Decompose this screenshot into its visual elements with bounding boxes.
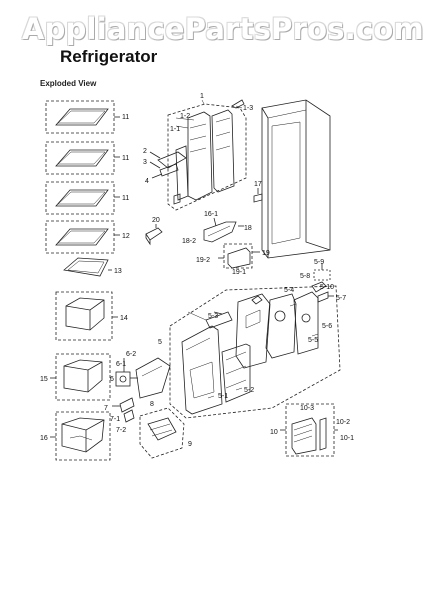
callout-2: 2 [143, 148, 147, 155]
callout-7-2: 7-2 [116, 427, 126, 434]
callout-3: 3 [143, 159, 147, 166]
callout-5-10: 5-10 [320, 284, 334, 291]
callout-4: 4 [145, 178, 149, 185]
drawer-14 [55, 291, 118, 341]
callout-8: 8 [150, 401, 154, 408]
callout-11b: 11 [122, 155, 129, 162]
shelf-11c [45, 181, 120, 215]
callout-5-7: 5-7 [336, 295, 346, 302]
callout-14: 14 [120, 315, 128, 322]
callout-7: 7 [104, 405, 108, 412]
callout-5-4: 5-4 [284, 287, 294, 294]
drawer-cover-13 [63, 257, 112, 277]
callout-6: 6 [110, 376, 114, 383]
page-title: Refrigerator [60, 47, 158, 66]
callout-7-1: 7-1 [110, 416, 120, 423]
callout-5-2: 5-2 [244, 387, 254, 394]
diagram-subtitle: Exploded View [40, 79, 97, 88]
part-16-1-18 [203, 217, 244, 243]
callout-1: 1 [200, 93, 204, 100]
part-6 [115, 358, 138, 387]
funnel-guide-8 [135, 357, 171, 399]
callout-10-3: 10-3 [300, 405, 314, 412]
shelf-11b [45, 141, 120, 175]
shelf-11a [45, 100, 120, 134]
drawer-15 [50, 353, 111, 401]
callout-13: 13 [114, 268, 122, 275]
drawer-16 [50, 411, 111, 461]
callout-5-9: 5-9 [314, 259, 324, 266]
callout-6-1: 6-1 [116, 361, 126, 368]
drip-tray-9 [139, 407, 185, 459]
door-liner-assembly-1 [167, 99, 247, 211]
hinge-17 [253, 188, 263, 203]
shelf-12 [45, 220, 120, 254]
callout-6-2: 6-2 [126, 351, 136, 358]
callout-1-2: 1-2 [180, 113, 190, 120]
callout-10-1: 10-1 [340, 435, 354, 442]
callout-5-6: 5-6 [322, 323, 332, 330]
callout-5-1: 5-1 [218, 393, 228, 400]
callout-19-2: 19-2 [196, 257, 210, 264]
callout-20: 20 [152, 217, 160, 224]
callout-5-5: 5-5 [308, 337, 318, 344]
callout-5-3: 5-3 [208, 313, 218, 320]
part-20 [145, 224, 163, 246]
callout-5: 5 [158, 339, 162, 346]
callout-labels: 11 11 11 12 13 14 15 16 1 1-2 1-1 1-3 2 … [40, 93, 354, 448]
leader-lines [175, 99, 319, 399]
part-10-assembly [280, 403, 338, 457]
callout-19: 19 [262, 250, 270, 257]
callout-10: 10 [270, 429, 278, 436]
callout-1-3: 1-3 [243, 105, 253, 112]
callout-18-2: 18-2 [182, 238, 196, 245]
callout-16: 16 [40, 435, 48, 442]
callout-17: 17 [254, 181, 262, 188]
callout-9: 9 [188, 441, 192, 448]
callout-15: 15 [40, 376, 48, 383]
callout-12: 12 [122, 233, 130, 240]
guard-2-3-4 [149, 151, 187, 179]
part-5-7-8-9-10 [311, 264, 334, 303]
callout-16-1: 16-1 [204, 211, 218, 218]
callout-1-1: 1-1 [170, 126, 180, 133]
callout-5-8: 5-8 [300, 273, 310, 280]
watermark: AppliancePartsPros.com [22, 12, 424, 46]
callout-18: 18 [244, 225, 252, 232]
callout-19-1: 19-1 [232, 269, 246, 276]
dispenser-assembly-5 [169, 285, 341, 419]
callout-11a: 11 [122, 114, 129, 121]
part-19-assembly [218, 243, 260, 269]
refrigerator-cabinet [261, 99, 331, 259]
part-7 [112, 397, 135, 423]
callout-10-2: 10-2 [336, 419, 350, 426]
callout-11c: 11 [122, 195, 129, 202]
